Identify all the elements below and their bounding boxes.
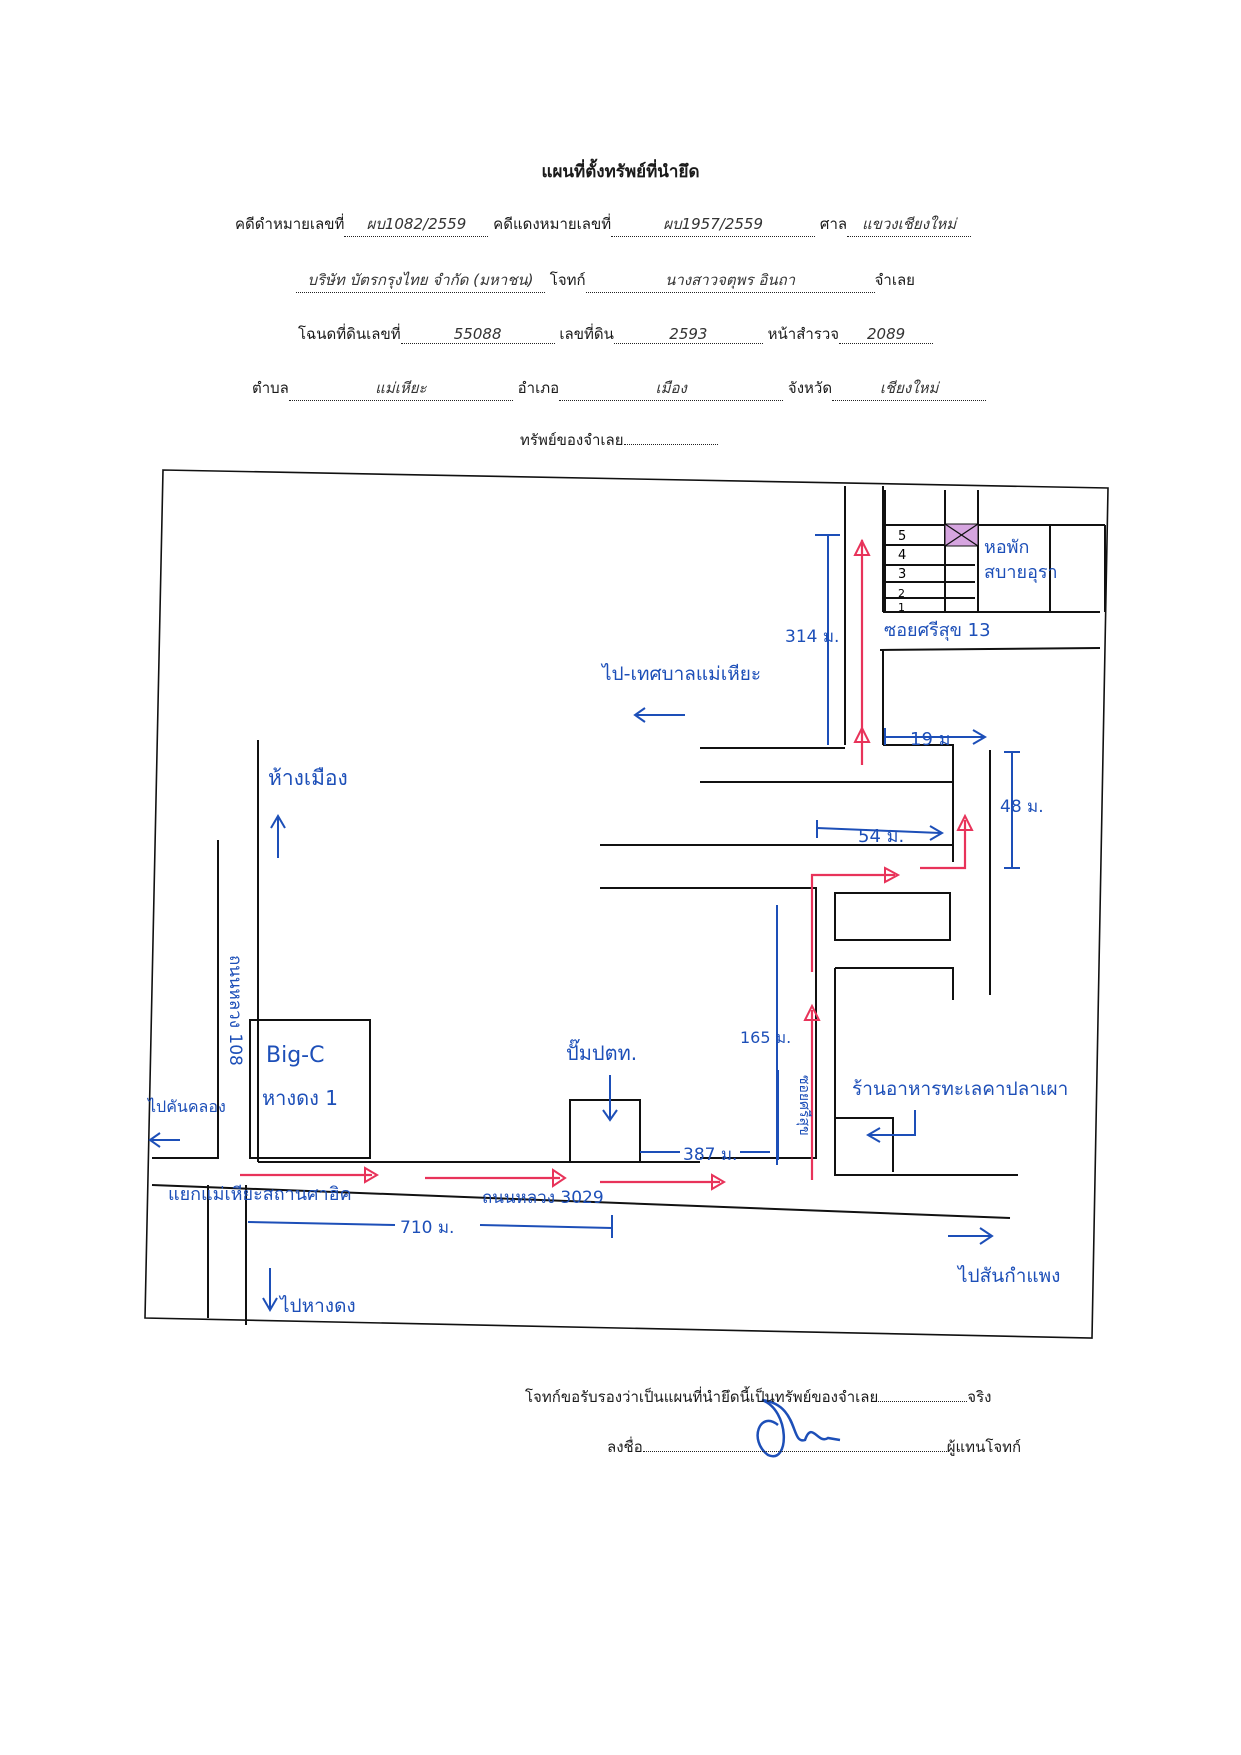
big-c-label: Big-C	[266, 1043, 324, 1068]
dimension-lines	[152, 534, 1020, 1308]
dist-387-label: 387 ม.	[683, 1145, 737, 1165]
owner-field	[623, 444, 718, 445]
dist-54-label: 54 ม.	[858, 826, 904, 847]
survey-label: หน้าสำรวจ	[767, 325, 840, 343]
document-title: แผนที่ตั้งทรัพย์ที่นำยึด	[541, 162, 700, 182]
unit-3: 3	[898, 567, 906, 582]
route-arrow-icons	[364, 538, 974, 1191]
defendant-label: โจทก์	[549, 271, 586, 289]
owner-row: ทรัพย์ของจำเลย	[520, 428, 718, 452]
dist-48-label: 48 ม.	[1000, 797, 1044, 817]
province-label: จังหวัด	[787, 379, 833, 397]
case-row: คดีดำหมายเลขที่ผบ1082/2559 คดีแดงหมายเลข…	[235, 212, 972, 237]
dist-165-label: 165 ม.	[740, 1028, 791, 1047]
big-c-building	[249, 1019, 371, 1159]
district-label: อำเภอ	[517, 379, 560, 397]
signature-mark	[756, 1398, 841, 1458]
ptt-building	[569, 1099, 641, 1163]
soi-side-label: ซอยศรีสุข	[796, 1075, 812, 1136]
direction-arrow-icons	[148, 707, 994, 1312]
district-field: เมือง	[559, 376, 784, 401]
dist-19-label: 19 ม	[910, 729, 951, 750]
certify-suffix: จริง	[967, 1388, 992, 1406]
signature-row: ลงชื่อ ผู้แทนโจทก์	[607, 1435, 1021, 1459]
to-thesaban-label: ไป-เทศบาลแม่เหียะ	[600, 663, 761, 685]
certify-field	[878, 1401, 968, 1402]
certify-text: โจทก์ขอรับรองว่าเป็นแผนที่นำยึดนี้เป็นทร…	[525, 1388, 879, 1406]
court-label: ศาล	[819, 215, 848, 233]
deed-label: โฉนดที่ดินเลขที่	[298, 325, 401, 343]
to-khuang-label: ไปคันคลอง	[146, 1097, 226, 1116]
dist-710-label: 710 ม.	[400, 1218, 454, 1238]
sign-suffix: ผู้แทนโจทก์	[946, 1438, 1022, 1456]
certify-row: โจทก์ขอรับรองว่าเป็นแผนที่นำยึดนี้เป็นทร…	[525, 1385, 991, 1409]
unit-2: 2	[898, 587, 905, 600]
dorm-label-line1: หอพัก	[984, 537, 1029, 558]
to-hang-dong-label: ไปหางดง	[278, 1295, 356, 1317]
route-lines	[240, 540, 967, 1184]
target-cross-icon	[944, 523, 979, 547]
hang-muang-label: ห้างเมือง	[268, 766, 348, 790]
unit-5: 5	[898, 529, 906, 544]
soi-label: ซอยศรีสุข 13	[884, 620, 991, 641]
road-3029-label: ถนนหลวง 3029	[482, 1188, 604, 1208]
sign-field	[642, 1451, 947, 1452]
land-no-field: 2593	[613, 325, 763, 344]
unit-4: 4	[898, 548, 906, 563]
land-no-label: เลขที่ดิน	[559, 325, 614, 343]
location-row: ตำบลแม่เหียะ อำเภอเมือง จังหวัดเชียงใหม่	[252, 376, 987, 401]
junction-label: แยกแม่เหียะสถานศาฮิค	[168, 1184, 352, 1205]
survey-field: 2089	[839, 325, 934, 344]
big-c-branch-label: หางดง 1	[262, 1086, 338, 1110]
owner-label: ทรัพย์ของจำเลย	[520, 431, 624, 449]
restaurant-label: ร้านอาหารทะเลคาปลาเผา	[852, 1078, 1068, 1100]
dorm-label-line2: สบายอุรา	[984, 562, 1058, 583]
red-case-label: คดีแดงหมายเลขที่	[493, 215, 612, 233]
highway-108-label: ถนนหลวง 108	[225, 955, 245, 1066]
road-lines	[151, 486, 1106, 1325]
subdistrict-label: ตำบล	[252, 379, 289, 397]
black-case-label: คดีดำหมายเลขที่	[235, 215, 345, 233]
map-frame	[144, 469, 1109, 1339]
deed-field: 55088	[400, 325, 555, 344]
province-field: เชียงใหม่	[832, 376, 987, 401]
dist-314-label: 314 ม.	[785, 627, 839, 647]
black-case-field: ผบ1082/2559	[344, 212, 489, 237]
defendant-suffix: จำเลย	[874, 271, 915, 289]
defendant-field: นางสาวจตุพร อินถา	[585, 268, 875, 293]
plaintiff-field: บริษัท บัตรกรุงไทย จำกัด (มหาชน)	[296, 268, 545, 293]
party-row: บริษัท บัตรกรุงไทย จำกัด (มหาชน) โจทก์นา…	[296, 268, 915, 293]
subdistrict-field: แม่เหียะ	[288, 376, 513, 401]
court-field: แขวงเชียงใหม่	[847, 212, 972, 237]
sign-label: ลงชื่อ	[607, 1438, 643, 1456]
unit-1: 1	[898, 601, 905, 614]
ptt-label: ปั๊มปตท.	[566, 1038, 637, 1065]
red-case-field: ผบ1957/2559	[611, 212, 816, 237]
to-san-kamphaeng-label: ไปสันกำแพง	[956, 1265, 1060, 1287]
